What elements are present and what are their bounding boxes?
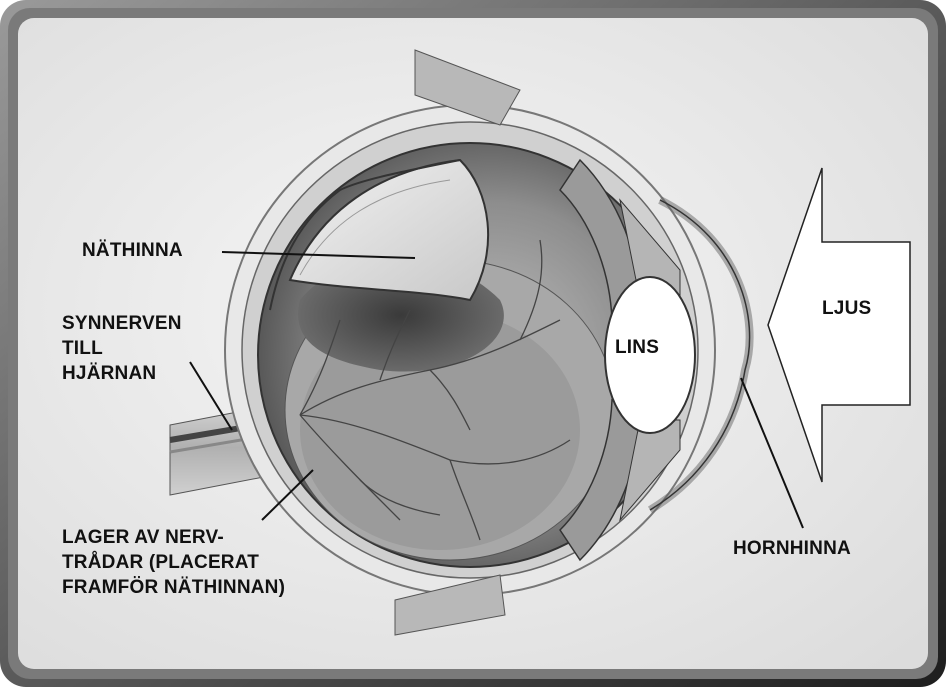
label-lins: LINS — [615, 335, 659, 360]
label-lager-line-2: TRÅDAR (PLACERAT — [62, 550, 285, 575]
label-nathinna: NÄTHINNA — [82, 238, 183, 263]
label-hornhinna: HORNHINNA — [733, 536, 851, 561]
label-lager-line-3: FRAMFÖR NÄTHINNAN) — [62, 575, 285, 600]
label-synnerven-line-3: HJÄRNAN — [62, 361, 182, 386]
label-synnerven-line-2: TILL — [62, 336, 182, 361]
label-synnerven-line-1: SYNNERVEN — [62, 311, 182, 336]
label-lager-line-1: LAGER AV NERV- — [62, 525, 285, 550]
label-synnerven: SYNNERVEN TILL HJÄRNAN — [62, 311, 182, 386]
label-lager-av-nervtradar: LAGER AV NERV- TRÅDAR (PLACERAT FRAMFÖR … — [62, 525, 285, 600]
label-ljus: LJUS — [822, 296, 871, 321]
